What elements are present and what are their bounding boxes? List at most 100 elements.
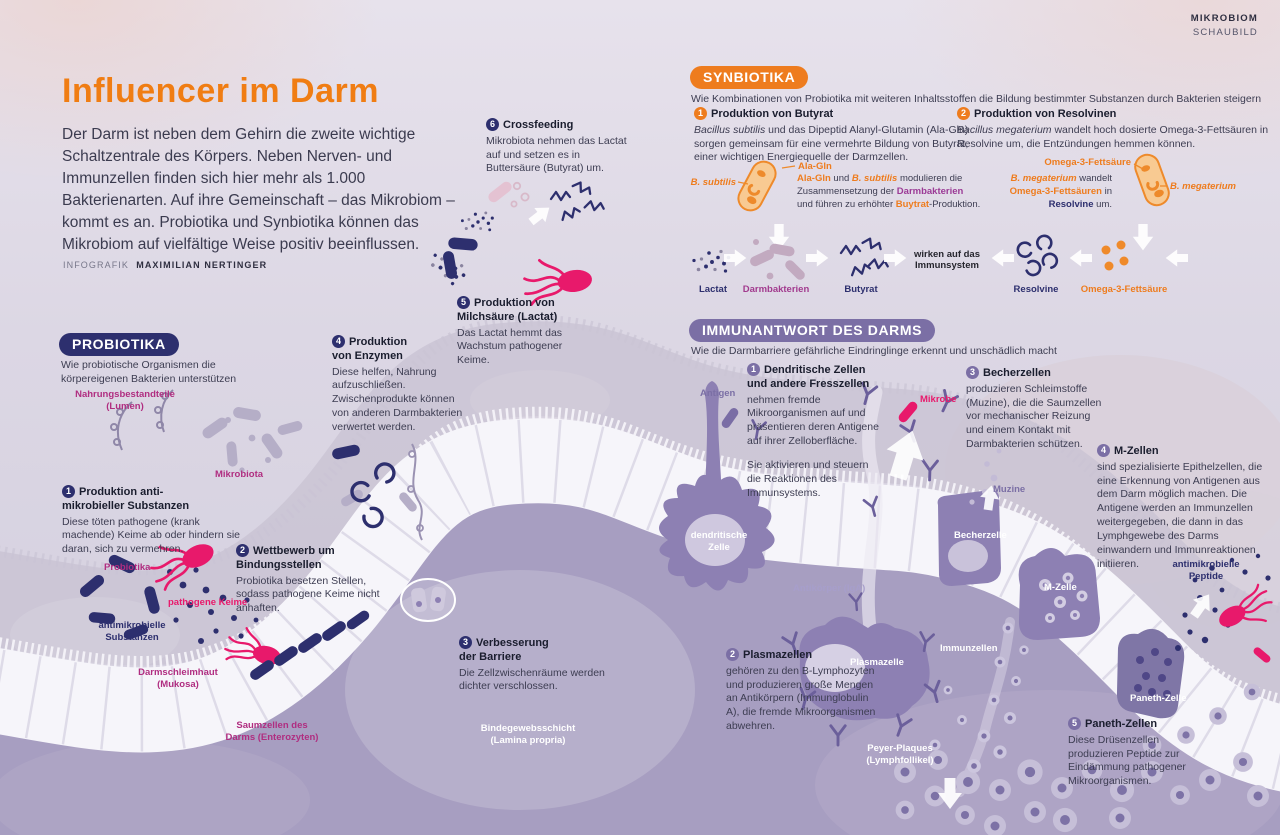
kicker-line1: MIKROBIOM — [1190, 13, 1258, 24]
plasma-cell-graphic — [799, 616, 930, 721]
antikoerper-label: Antikörper (IgA) — [793, 583, 866, 594]
m-cell-graphic — [1018, 548, 1100, 640]
item-number: 3 — [966, 366, 979, 380]
item-number: 4 — [1097, 444, 1110, 458]
dendritische-zelle-label: dendritische Zelle — [690, 530, 748, 553]
item-title: Dendritische Zellen und andere Fresszell… — [747, 364, 870, 390]
synbiotika-caption-left: Ala-Gln und B. subtilis modulieren die Z… — [797, 173, 981, 211]
item-number: 4 — [332, 335, 345, 349]
alagln-label: Ala-Gln — [798, 161, 832, 172]
flow-label-darmbakterien: Darmbakterien — [742, 284, 810, 295]
goblet-cell-graphic — [937, 448, 1002, 586]
enzyme-icons — [331, 443, 424, 541]
caption-part: Buytrat — [895, 198, 930, 210]
antimikro-substanzen-label: antimikrobielle Substanzen — [98, 620, 166, 643]
item-number: 2 — [957, 107, 970, 121]
credit-name: MAXIMILIAN NERTINGER — [136, 260, 268, 270]
caption-part: wandelt — [1076, 173, 1112, 184]
caption-part: B. subtilis — [851, 173, 898, 184]
item-body: Die Zellzwischenräume werden dichter ver… — [459, 666, 605, 693]
paneth-zelle-label: Paneth-Zelle — [1130, 693, 1187, 704]
item-number: 3 — [459, 636, 472, 650]
bindegewebe-label: Bindegewebsschicht (Lamina propria) — [480, 723, 576, 746]
credit-label: INFOGRAFIK — [63, 260, 130, 270]
synbiotika-caption-right: B. megaterium wandelt Omega-3-Fettsäuren… — [994, 173, 1112, 211]
item-body: wandelt hoch dosierte Omega-3-Fettsäuren… — [957, 123, 1269, 150]
credit-line: INFOGRAFIK MAXIMILIAN NERTINGER — [63, 260, 267, 270]
darmschleimhaut-label: Darmschleimhaut (Mukosa) — [138, 667, 218, 690]
item-body: sind spezialisierte Epithelzellen, die e… — [1097, 460, 1263, 570]
caption-part: Darmbakterien — [896, 185, 964, 197]
immun-subtitle: Wie die Darmbarriere gefährliche Eindrin… — [691, 345, 1057, 357]
caption-part: Ala-Gln — [797, 173, 831, 184]
probiotika-header: PROBIOTIKA — [59, 333, 179, 356]
item-body-2: Sie aktivieren und steuern die Reaktione… — [747, 458, 869, 499]
bmegaterium-label: B. megaterium — [1170, 181, 1236, 192]
item-number: 5 — [457, 296, 470, 310]
species-name: Bacillus megaterium — [957, 123, 1052, 136]
page-title: Influencer im Darm — [62, 72, 379, 110]
item-body: Das Lactat hemmt das Wachstum pathogener… — [457, 326, 563, 367]
pathogene-keime-label: pathogene Keime — [168, 597, 248, 608]
item-body: und das Dipeptid Alanyl-Glutamin (Ala-Gl… — [694, 123, 969, 164]
barrier-icon — [400, 578, 456, 622]
item-title-line2: mikrobieller Substanzen — [62, 499, 190, 512]
bsubtilis-capsule — [732, 155, 796, 217]
item-body: Probiotika besetzen Stellen, sodass path… — [236, 574, 380, 615]
immunzellen-label: Immunzellen — [940, 643, 998, 654]
item-body: Diese Drüsenzellen produzieren Peptide z… — [1068, 733, 1186, 788]
item-title-line1: Produktion anti- — [79, 486, 164, 498]
kicker-line2: SCHAUBILD — [1192, 27, 1258, 39]
flow-label-center: wirken auf das Immunsystem — [914, 249, 980, 271]
immun-item-4: 4 M-Zellen sind spezialisierte Epithelzel… — [1097, 444, 1269, 572]
intro-paragraph: Der Darm ist neben dem Gehirn die zweite… — [62, 126, 455, 253]
mikrobiota-label: Mikrobiota — [215, 469, 264, 480]
microbiota-rod-icons — [200, 406, 419, 514]
antimicrobial-peptides-graphic — [1175, 553, 1271, 651]
item-body: Diese helfen, Nahrung aufzuschließen. Zw… — [332, 365, 463, 433]
probiotika-subtitle: Wie probiotische Organismen die körperei… — [61, 359, 237, 385]
caption-part: und führen zu erhöhter — [797, 198, 896, 210]
species-name: Bacillus subtilis — [694, 123, 766, 136]
item-number: 2 — [236, 544, 249, 558]
bsubtilis-label: B. subtilis — [690, 177, 736, 188]
synbiotika-header: SYNBIOTIKA — [690, 66, 809, 89]
caption-part: und — [830, 173, 852, 184]
immun-header: IMMUNANTWORT DES DARMS — [689, 319, 936, 342]
caption-part: -Produktion. — [929, 198, 981, 210]
item-title: M-Zellen — [1114, 445, 1159, 457]
item-number: 1 — [694, 107, 707, 121]
item-title: Becherzellen — [983, 367, 1051, 379]
caption-part: modulieren die Zusammensetzung der — [797, 173, 963, 197]
synbiotika-subtitle: Wie Kombinationen von Probiotika mit wei… — [691, 93, 1262, 105]
antimikro-peptide-label: antimikrobielle Peptide — [1172, 559, 1240, 582]
flow-label-lactat: Lactat — [699, 284, 727, 295]
caption-part: Resolvine — [1048, 198, 1094, 210]
bmegaterium-capsule — [1130, 149, 1174, 211]
paneth-cell-graphic — [1116, 628, 1185, 719]
item-title: Paneth-Zellen — [1085, 718, 1158, 730]
item-title: Produktion von Milchsäure (Lactat) — [457, 297, 558, 323]
item-title: Produktion von Butyrat — [711, 108, 834, 120]
item-body: nehmen fremde Mikroorganismen auf und pr… — [747, 393, 879, 448]
synbiotika-item-2: 2 Produktion von Resolvinen Bacillus mega… — [957, 107, 1275, 151]
kicker: MIKROBIOM SCHAUBILD — [1191, 12, 1258, 41]
item-title: Produktion von Resolvinen — [974, 108, 1117, 120]
flow-label-omega: Omega-3-Fettsäure — [1080, 284, 1168, 295]
item-number: 1 — [747, 363, 760, 377]
peyer-plaques-label: Peyer-Plaques (Lymphfollikel) — [866, 743, 934, 766]
item-title: Crossfeeding — [503, 119, 574, 131]
crossfeeding-icons — [426, 178, 606, 288]
mikrobe-label: Mikrobe — [920, 394, 957, 405]
flow-label-resolvine: Resolvine — [1013, 284, 1059, 295]
item-title: Plasmazellen — [743, 649, 813, 661]
flow-icons — [692, 234, 1188, 282]
